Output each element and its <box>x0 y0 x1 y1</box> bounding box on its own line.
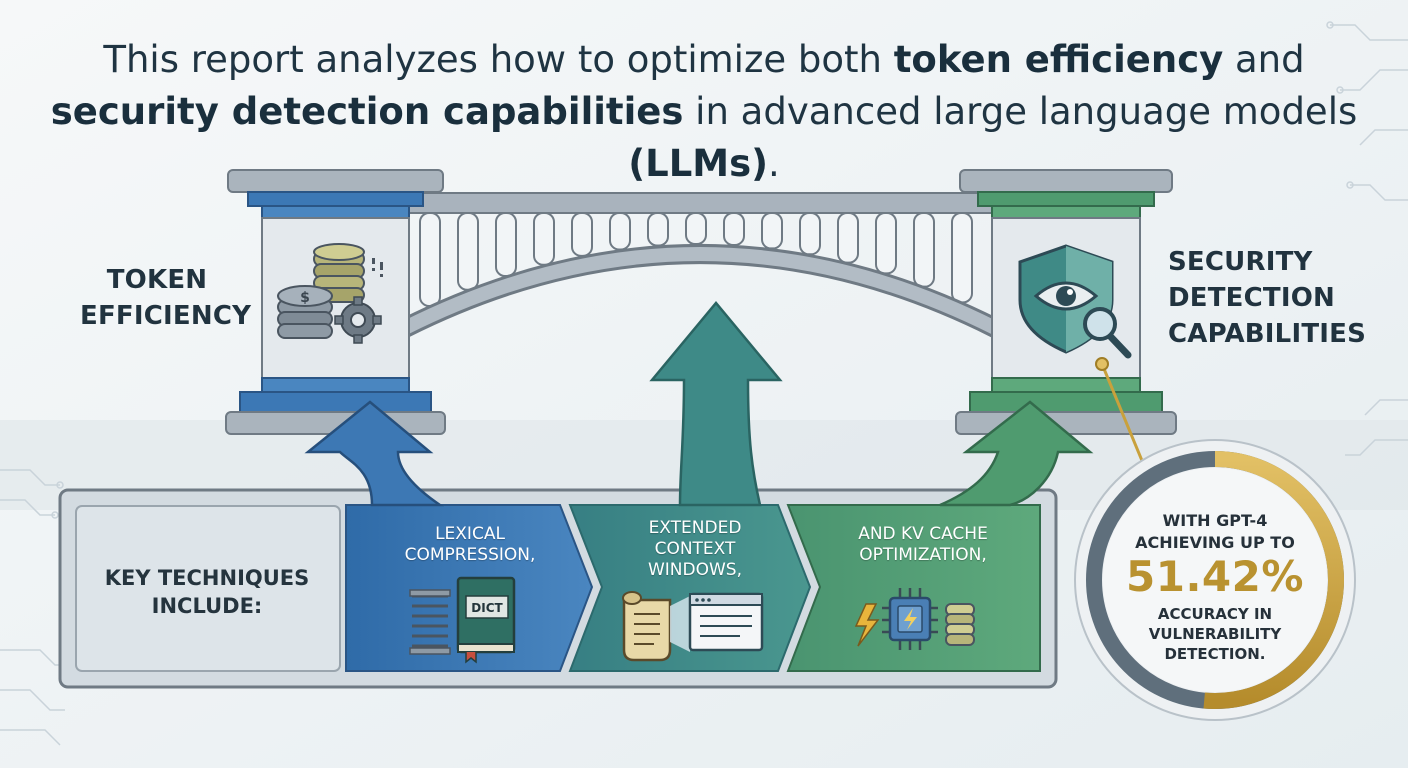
shield-eye-magnifier-icon <box>1018 244 1132 359</box>
bridge-baluster <box>609 212 631 251</box>
left-pillar-label-line: EFFICIENCY <box>80 301 252 331</box>
bridge-baluster <box>723 212 745 246</box>
coins-gear-icon: $ <box>277 243 383 344</box>
arrow-up-center <box>649 301 783 507</box>
right-pillar-label-line: DETECTION <box>1168 283 1335 313</box>
headline: This report analyzes how to optimize bot… <box>40 34 1368 190</box>
svg-text:$: $ <box>300 290 310 306</box>
step-label-line: WINDOWS, <box>647 560 742 580</box>
stat-description-line: VULNERABILITY <box>1148 625 1282 643</box>
circuit-decoration-right <box>1326 21 1408 456</box>
bridge-baluster <box>837 212 859 264</box>
step-label-line: AND KV CACHE <box>858 524 988 544</box>
left-pillar-label-line: TOKEN <box>106 265 208 295</box>
bridge-arch <box>398 247 1002 335</box>
stat-value: 51.42% <box>1126 552 1304 601</box>
bridge-baluster <box>533 212 555 266</box>
headline-text: and <box>1223 38 1305 81</box>
key-techniques-box <box>75 505 341 672</box>
bridge-baluster <box>457 212 479 291</box>
right-pillar-label-line: CAPABILITIES <box>1168 319 1367 349</box>
headline-text: . <box>768 142 780 185</box>
key-techniques-line: INCLUDE: <box>151 594 263 618</box>
step-label-line: EXTENDED <box>648 518 742 538</box>
headline-text: in advanced large language models <box>683 90 1358 133</box>
step-label-line: OPTIMIZATION, <box>859 545 987 565</box>
arrow-up-left <box>304 400 445 507</box>
bridge-baluster <box>761 212 783 250</box>
bridge-baluster <box>913 212 935 288</box>
stat-description: ACCURACY IN VULNERABILITY DETECTION. <box>1110 604 1320 664</box>
step-label-extended-context: EXTENDED CONTEXT WINDOWS, <box>600 518 790 581</box>
left-pillar-label: TOKEN EFFICIENCY <box>80 262 252 334</box>
step-label-line: COMPRESSION, <box>404 545 536 565</box>
bridge-deck <box>399 192 1001 214</box>
headline-emphasis-security: security detection capabilities <box>50 90 684 133</box>
bridge-baluster <box>647 212 669 247</box>
bridge-baluster <box>571 212 593 257</box>
left-pillar <box>225 169 446 435</box>
stat-description-line: DETECTION. <box>1164 645 1266 663</box>
dict-icon-text: DICT <box>471 601 503 615</box>
bridge-baluster <box>875 212 897 275</box>
bridge-baluster <box>419 212 441 307</box>
bridge-baluster <box>685 212 707 246</box>
stat-intro-line: ACHIEVING UP TO <box>1135 533 1295 552</box>
headline-emphasis-llms: (LLMs) <box>628 142 769 185</box>
arrow-up-right <box>939 400 1094 507</box>
step-label-line: LEXICAL <box>435 524 505 544</box>
right-pillar-label: SECURITY DETECTION CAPABILITIES <box>1168 244 1368 352</box>
stat-intro: WITH GPT-4 ACHIEVING UP TO <box>1110 510 1320 554</box>
spring-dictionary-icon: DICT <box>409 576 516 664</box>
step-label-line: CONTEXT <box>654 539 736 559</box>
step-label-kv-cache: AND KV CACHE OPTIMIZATION, <box>818 524 1028 566</box>
bridge <box>395 192 1005 338</box>
stat-intro-line: WITH GPT-4 <box>1162 511 1268 530</box>
bridge-baluster <box>799 212 821 256</box>
bridge-railing <box>419 212 973 307</box>
stat-gauge <box>1074 439 1356 721</box>
key-techniques-label: KEY TECHNIQUES INCLUDE: <box>82 564 332 620</box>
right-pillar-label-line: SECURITY <box>1168 247 1313 277</box>
bridge-baluster <box>951 212 973 304</box>
chip-lightning-icon <box>854 588 975 650</box>
bridge-baluster <box>495 212 517 278</box>
scroll-window-icon <box>622 591 764 662</box>
stat-description-line: ACCURACY IN <box>1157 605 1273 623</box>
gauge-progress <box>1203 451 1344 709</box>
headline-text: This report analyzes how to optimize bot… <box>103 38 894 81</box>
key-techniques-line: KEY TECHNIQUES <box>104 566 310 590</box>
step-label-lexical-compression: LEXICAL COMPRESSION, <box>370 524 570 566</box>
headline-emphasis-token-efficiency: token efficiency <box>893 38 1224 81</box>
